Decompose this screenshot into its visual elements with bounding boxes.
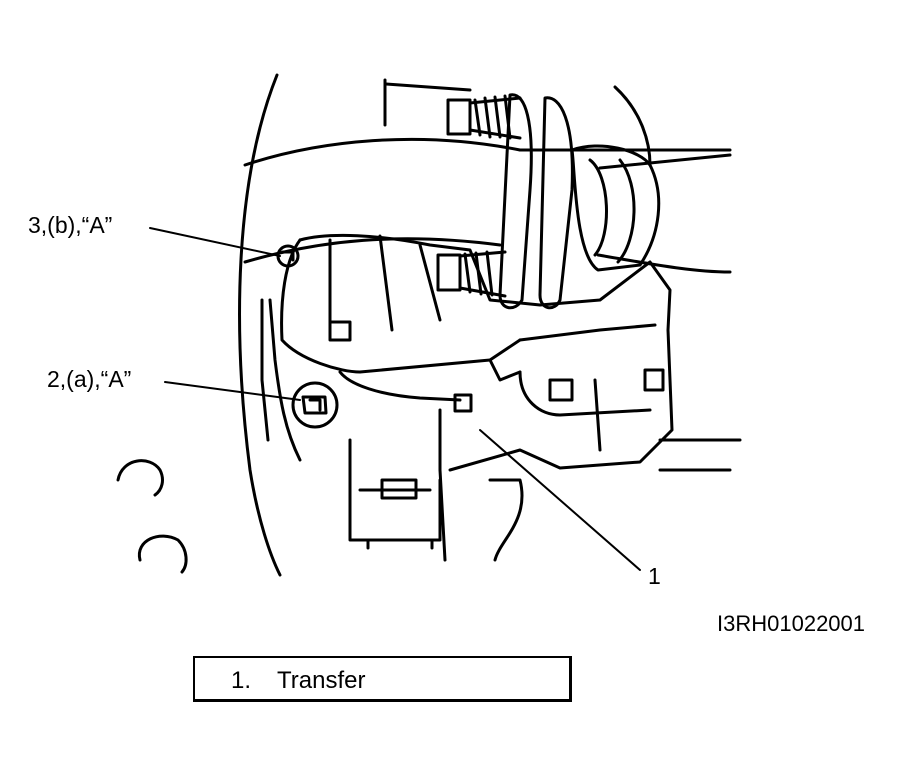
legend-number: 1. bbox=[231, 667, 252, 694]
bolt-2 bbox=[291, 381, 339, 429]
flange-bolt-upper bbox=[446, 94, 522, 140]
flange-plate-right bbox=[538, 96, 574, 310]
leader-3 bbox=[149, 227, 281, 257]
legend-box: 1. Transfer bbox=[193, 656, 572, 702]
boss-2 bbox=[548, 378, 574, 402]
leader-1 bbox=[479, 429, 641, 571]
flange-plate-left bbox=[498, 93, 533, 310]
boss-3 bbox=[643, 368, 665, 392]
boss-1 bbox=[328, 320, 352, 342]
transfer-case-housing bbox=[260, 233, 742, 562]
body-hole-lower bbox=[137, 534, 188, 574]
body-hole-upper bbox=[116, 459, 164, 497]
legend-entry: 1. Transfer bbox=[231, 667, 365, 695]
callout-part-2: 2,(a),“A” bbox=[47, 366, 132, 392]
yoke bbox=[570, 144, 661, 272]
callout-part-1: 1 bbox=[648, 563, 661, 589]
legend-part-name: Transfer bbox=[277, 667, 366, 694]
front-propeller-shaft bbox=[383, 78, 732, 274]
leader-2 bbox=[164, 381, 301, 401]
callout-part-3: 3,(b),“A” bbox=[28, 212, 113, 238]
boss-4 bbox=[453, 393, 473, 413]
body-panel-inner bbox=[243, 137, 522, 167]
transfer-drawing bbox=[116, 73, 742, 577]
body-panel-curve bbox=[238, 73, 282, 577]
flange-bolt-lower bbox=[436, 250, 507, 298]
figure-id: I3RH01022001 bbox=[717, 611, 866, 636]
